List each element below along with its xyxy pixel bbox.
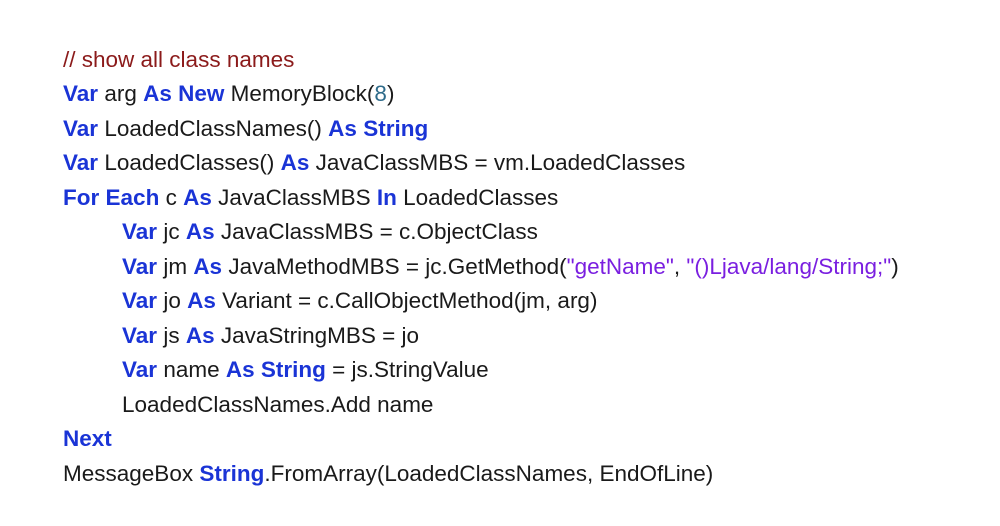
- code-keyword: Next: [63, 426, 112, 451]
- code-keyword: Var: [122, 357, 158, 382]
- code-text: JavaMethodMBS = jc.GetMethod(: [222, 253, 567, 279]
- code-text: jm: [157, 253, 194, 279]
- code-keyword: As: [183, 184, 212, 210]
- code-keyword: String: [363, 115, 429, 141]
- code-text: MessageBox: [63, 460, 200, 486]
- code-line-loaded-class-names: Var LoadedClassNames() As String: [38, 77, 988, 141]
- code-keyword: Each: [105, 184, 160, 210]
- code-text: JavaStringMBS = jo: [214, 322, 420, 348]
- code-keyword: Var: [122, 322, 158, 348]
- code-keyword: As: [185, 322, 215, 348]
- code-text: MemoryBlock(: [224, 81, 375, 106]
- code-text: ): [891, 253, 899, 279]
- code-keyword: As: [143, 81, 172, 106]
- code-text: LoadedClasses(): [98, 150, 281, 175]
- code-text: jc: [157, 219, 186, 244]
- code-keyword: As: [185, 219, 215, 244]
- code-line-jm: Var jm As JavaMethodMBS = jc.GetMethod("…: [38, 215, 988, 279]
- code-keyword: New: [178, 81, 225, 106]
- code-line-messagebox: MessageBox String.FromArray(LoadedClassN…: [38, 422, 988, 486]
- code-text: LoadedClasses: [396, 184, 559, 210]
- code-keyword: Var: [122, 288, 158, 313]
- code-text: .FromArray(LoadedClassNames, EndOfLine): [264, 460, 714, 486]
- code-line-comment: // show all class names: [38, 8, 988, 72]
- code-line-for-each: For Each c As JavaClassMBS In LoadedClas…: [38, 146, 988, 210]
- code-block: // show all class names Var arg As New M…: [38, 8, 988, 486]
- code-line-arg: Var arg As New MemoryBlock(8): [38, 43, 988, 106]
- code-text: name: [157, 357, 226, 382]
- code-keyword: As: [193, 253, 223, 279]
- code-keyword: Var: [122, 219, 158, 244]
- code-keyword: As: [280, 150, 310, 175]
- code-keyword: String: [199, 460, 265, 486]
- code-line-js: Var js As JavaStringMBS = jo: [38, 284, 988, 348]
- code-string: "()Ljava/lang/String;": [686, 253, 892, 279]
- code-text: c: [159, 184, 184, 210]
- code-text: JavaClassMBS = vm.LoadedClasses: [309, 150, 686, 175]
- code-text: ,: [673, 253, 687, 279]
- code-text: LoadedClassNames(): [98, 115, 329, 141]
- code-keyword: As: [328, 115, 357, 141]
- code-text: JavaClassMBS: [211, 184, 377, 210]
- code-text: LoadedClassNames.Add name: [122, 391, 434, 417]
- code-keyword: Var: [63, 81, 99, 106]
- code-line-name: Var name As String = js.StringValue: [38, 319, 988, 382]
- code-text: = js.StringValue: [325, 357, 489, 382]
- code-text: jo: [157, 288, 188, 313]
- code-line-add: LoadedClassNames.Add name: [38, 353, 988, 417]
- code-text: arg: [98, 81, 144, 106]
- code-text: ): [386, 81, 395, 106]
- code-keyword: String: [260, 357, 326, 382]
- code-text: Variant = c.CallObjectMethod(jm, arg): [215, 288, 598, 313]
- code-text: js: [157, 322, 186, 348]
- code-keyword: Var: [122, 253, 158, 279]
- code-comment: // show all class names: [63, 46, 295, 72]
- code-keyword: In: [376, 184, 397, 210]
- code-keyword: Var: [63, 115, 99, 141]
- code-keyword: As: [187, 288, 216, 313]
- code-keyword: For: [63, 184, 100, 210]
- code-line-next: Next: [38, 388, 988, 451]
- code-keyword: As: [225, 357, 255, 382]
- code-line-jo: Var jo As Variant = c.CallObjectMethod(j…: [38, 250, 988, 313]
- code-string: "getName": [566, 253, 674, 279]
- code-keyword: Var: [63, 150, 99, 175]
- code-number: 8: [374, 81, 387, 106]
- code-line-loaded-classes: Var LoadedClasses() As JavaClassMBS = vm…: [38, 112, 988, 175]
- code-text: JavaClassMBS = c.ObjectClass: [214, 219, 538, 244]
- code-line-jc: Var jc As JavaClassMBS = c.ObjectClass: [38, 181, 988, 244]
